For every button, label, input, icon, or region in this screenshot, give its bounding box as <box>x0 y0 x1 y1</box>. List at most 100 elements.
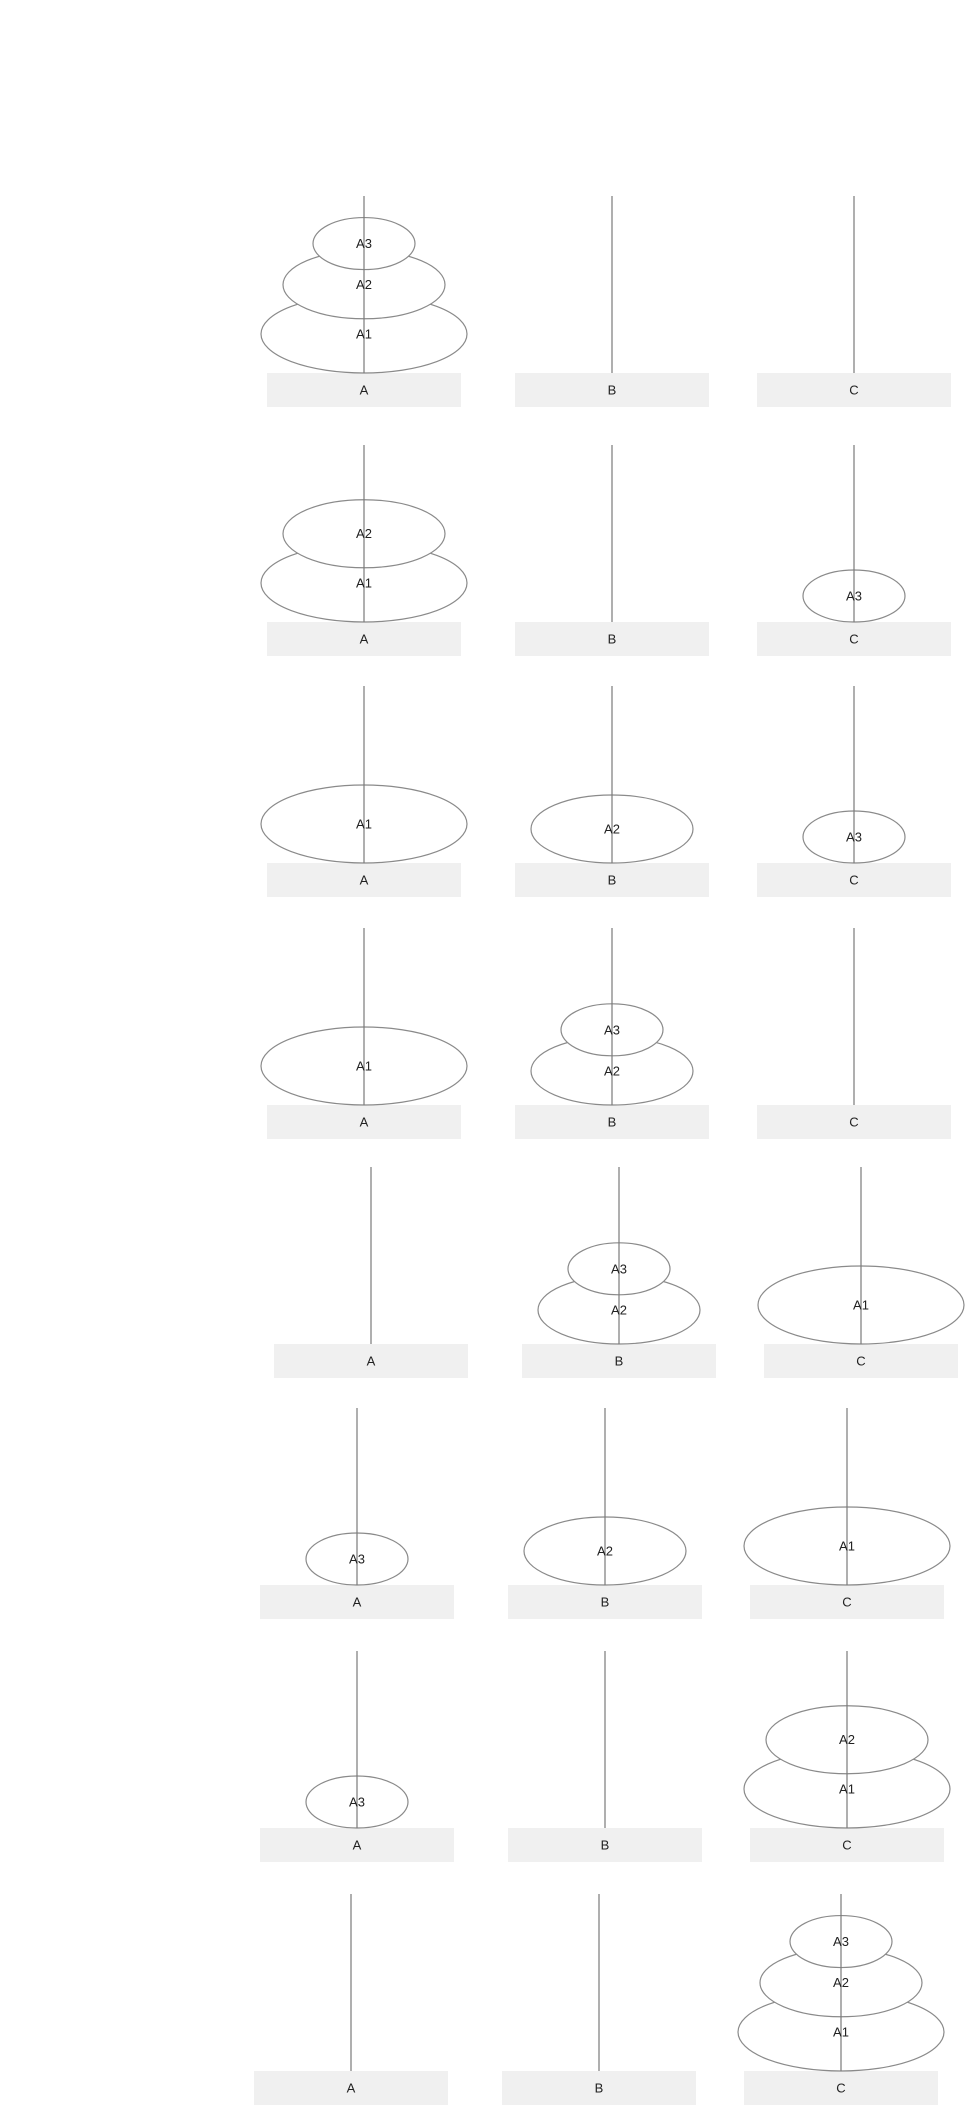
peg-base <box>757 1105 951 1139</box>
peg-c: C A3 <box>757 686 951 897</box>
peg-a: A <box>254 1894 448 2105</box>
disk-label: A3 <box>604 1022 620 1037</box>
disk-label: A2 <box>604 822 620 837</box>
peg-label: B <box>595 2081 604 2096</box>
peg-base <box>750 1828 944 1862</box>
peg-base <box>267 622 461 656</box>
peg-base <box>267 863 461 897</box>
disk-label: A1 <box>839 1539 855 1554</box>
peg-label: A <box>360 1115 369 1130</box>
peg-base <box>757 373 951 407</box>
peg-base <box>757 863 951 897</box>
peg-label: A <box>353 1595 362 1610</box>
step-row: A A1B A2 A3C <box>260 928 951 1139</box>
peg-base <box>274 1344 468 1378</box>
peg-a: A A3 <box>260 1651 454 1862</box>
peg-label: A <box>360 632 369 647</box>
peg-base <box>508 1828 702 1862</box>
peg-base <box>267 1105 461 1139</box>
peg-base <box>508 1585 702 1619</box>
disk-label: A2 <box>833 1975 849 1990</box>
peg-base <box>515 373 709 407</box>
disk-label: A3 <box>846 830 862 845</box>
peg-c: C A1 <box>757 1167 965 1378</box>
peg-base <box>744 2071 938 2105</box>
peg-b: B A2 <box>508 1408 702 1619</box>
peg-label: A <box>360 383 369 398</box>
peg-a: A A1 <box>260 686 468 897</box>
peg-b: B <box>515 445 709 656</box>
step-row: A B A2 A3C A1 <box>274 1167 965 1378</box>
disk-label: A3 <box>611 1261 627 1276</box>
step-row: A A3B A2C A1 <box>260 1408 951 1619</box>
peg-c: C A1 A2 <box>743 1651 951 1862</box>
peg-base <box>260 1585 454 1619</box>
disk-label: A3 <box>349 1552 365 1567</box>
peg-label: A <box>367 1354 376 1369</box>
step-row: A A1B A2C A3 <box>260 686 951 897</box>
disk-label: A2 <box>356 526 372 541</box>
disk-label: A1 <box>356 327 372 342</box>
peg-a: A <box>274 1167 468 1378</box>
peg-b: B <box>508 1651 702 1862</box>
peg-label: C <box>856 1354 865 1369</box>
peg-base <box>515 622 709 656</box>
disk-label: A3 <box>833 1934 849 1949</box>
peg-c: C <box>757 196 951 407</box>
peg-a: A A3 <box>260 1408 454 1619</box>
disk-label: A1 <box>853 1298 869 1313</box>
peg-label: C <box>849 873 858 888</box>
peg-base <box>522 1344 716 1378</box>
peg-base <box>515 1105 709 1139</box>
peg-base <box>502 2071 696 2105</box>
disk-label: A1 <box>833 2025 849 2040</box>
peg-base <box>750 1585 944 1619</box>
disk-label: A2 <box>597 1544 613 1559</box>
disk-label: A1 <box>356 576 372 591</box>
peg-a: A A1 <box>260 928 468 1139</box>
peg-b: B A2 A3 <box>522 1167 716 1378</box>
disk-label: A1 <box>356 817 372 832</box>
peg-c: C <box>757 928 951 1139</box>
disk-label: A2 <box>839 1732 855 1747</box>
peg-b: B <box>502 1894 696 2105</box>
peg-label: B <box>608 632 617 647</box>
peg-base <box>254 2071 448 2105</box>
peg-label: C <box>842 1838 851 1853</box>
peg-label: C <box>842 1595 851 1610</box>
peg-label: B <box>601 1838 610 1853</box>
peg-label: A <box>353 1838 362 1853</box>
peg-label: A <box>360 873 369 888</box>
step-row: A A3B C A1 A2 <box>260 1651 951 1862</box>
peg-c: C A1 <box>743 1408 951 1619</box>
disk-label: A2 <box>611 1303 627 1318</box>
disk-label: A1 <box>356 1059 372 1074</box>
peg-label: B <box>608 383 617 398</box>
step-row: A A1 A2 A3B C <box>260 196 951 407</box>
peg-label: A <box>347 2081 356 2096</box>
peg-b: B <box>515 196 709 407</box>
peg-b: B A2 <box>515 686 709 897</box>
disk-label: A1 <box>839 1782 855 1797</box>
peg-label: C <box>849 1115 858 1130</box>
peg-label: B <box>608 1115 617 1130</box>
peg-label: B <box>608 873 617 888</box>
disk-label: A3 <box>356 236 372 251</box>
peg-b: B A2 A3 <box>515 928 709 1139</box>
peg-a: A A1 A2 A3 <box>260 196 468 407</box>
peg-base <box>515 863 709 897</box>
peg-label: B <box>615 1354 624 1369</box>
disk-label: A2 <box>604 1064 620 1079</box>
peg-base <box>757 622 951 656</box>
peg-base <box>764 1344 958 1378</box>
disk-label: A3 <box>349 1795 365 1810</box>
disk-label: A2 <box>356 277 372 292</box>
disk-label: A3 <box>846 589 862 604</box>
peg-label: B <box>601 1595 610 1610</box>
peg-base <box>260 1828 454 1862</box>
peg-a: A A1 A2 <box>260 445 468 656</box>
